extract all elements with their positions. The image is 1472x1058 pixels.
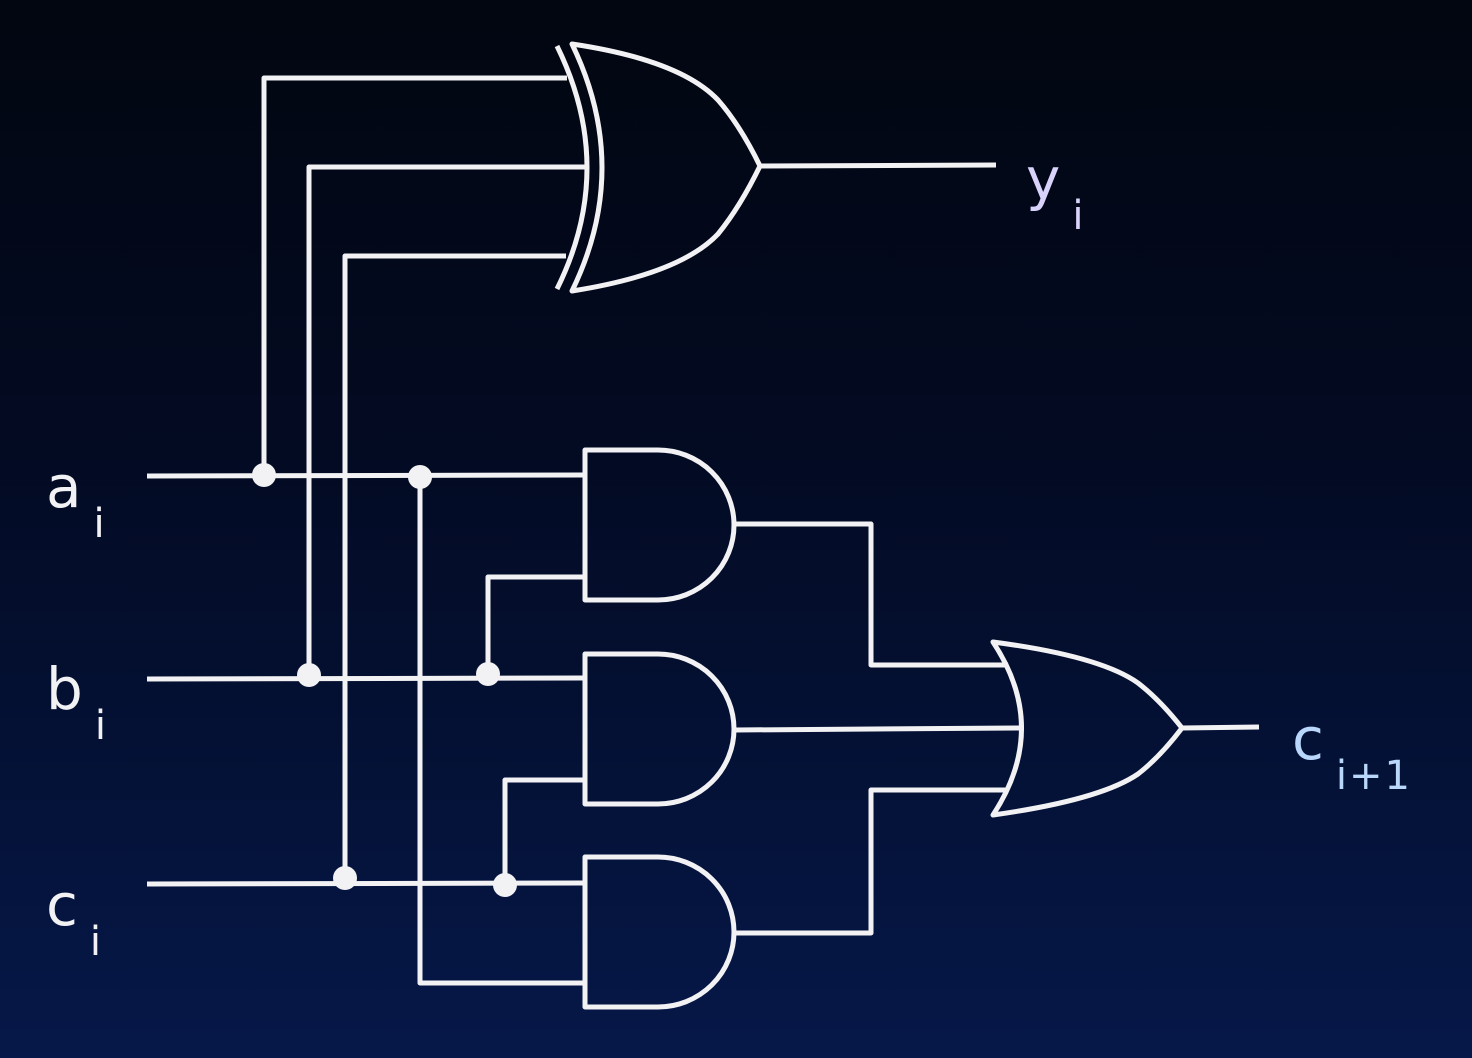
wire-input-c xyxy=(146,880,585,887)
wire-b-to-xor xyxy=(306,164,585,675)
label-output-carry-main: c xyxy=(1292,705,1324,773)
wire-a-to-and3 xyxy=(417,477,584,986)
label-input-a-main: a xyxy=(46,453,82,521)
label-output-carry-sub: i+1 xyxy=(1335,753,1412,799)
junction-dot-c-xor xyxy=(333,866,357,890)
label-output-sum: yi xyxy=(1026,150,1085,236)
xor-gate-body xyxy=(569,41,763,294)
label-input-c-main: c xyxy=(46,871,78,939)
label-output-carry: ci+1 xyxy=(1292,710,1412,796)
wire-input-b xyxy=(146,675,585,682)
junction-dot-a-and3 xyxy=(408,465,432,489)
label-input-c: ci xyxy=(46,876,103,962)
and-gate-1 xyxy=(582,447,737,603)
wire-c-to-and2 xyxy=(502,777,584,885)
junction-dot-b-and1 xyxy=(476,662,500,686)
label-input-a: ai xyxy=(46,458,107,544)
junction-dot-c-and2 xyxy=(493,873,517,897)
wire-a-to-xor xyxy=(261,75,567,475)
label-input-c-sub: i xyxy=(89,919,104,965)
wire-and1-to-or xyxy=(735,521,1008,668)
label-output-sum-main: y xyxy=(1026,145,1061,213)
wire-c-to-xor xyxy=(342,253,566,878)
wire-or-output xyxy=(1181,724,1260,731)
label-output-sum-sub: i xyxy=(1072,193,1086,239)
wire-and3-to-or xyxy=(735,787,1008,936)
label-input-b-main: b xyxy=(46,655,83,723)
label-input-b-sub: i xyxy=(94,703,108,749)
junction-dot-b-xor xyxy=(297,663,321,687)
and-gate-2 xyxy=(582,651,737,807)
junction-dot-a-xor xyxy=(252,463,276,487)
wire-xor-output xyxy=(759,162,997,169)
xor-gate xyxy=(554,41,763,294)
and-gate-3 xyxy=(582,854,737,1010)
wire-input-a xyxy=(146,472,585,479)
wire-b-to-and1 xyxy=(485,574,584,674)
label-input-b: bi xyxy=(46,660,108,746)
or-gate xyxy=(990,639,1185,818)
label-input-a-sub: i xyxy=(93,501,107,547)
wire-and2-to-or xyxy=(734,725,1025,733)
xor-gate-back-arc xyxy=(554,44,590,291)
